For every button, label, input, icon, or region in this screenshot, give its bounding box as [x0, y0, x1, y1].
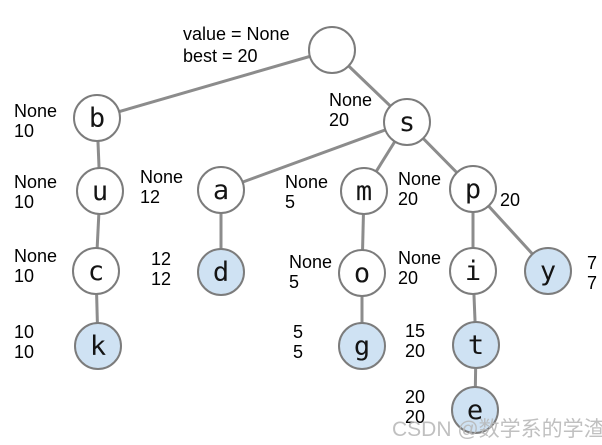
tree-node-t: t — [452, 321, 500, 369]
node-letter: g — [353, 330, 371, 362]
node-letter: m — [355, 175, 373, 207]
label-y-line1: 7 — [587, 253, 598, 273]
edge-s-a — [220, 120, 408, 192]
label-g-line2: 5 — [293, 342, 304, 362]
label-b-line2: 10 — [14, 121, 35, 141]
label-a-line2: 12 — [140, 187, 161, 207]
label-o-line1: None — [289, 252, 333, 272]
label-u-line1: None — [14, 172, 58, 192]
label-u-line2: 10 — [14, 192, 35, 212]
label-p-right: 20 — [500, 190, 520, 210]
label-o-line2: 5 — [289, 272, 300, 292]
node-letter: d — [212, 256, 230, 288]
label-s-line1: None — [329, 90, 373, 110]
node-letter: b — [88, 102, 106, 134]
node-letter: c — [87, 255, 105, 287]
label-d-line2: 12 — [151, 269, 172, 289]
label-e-line2: 20 — [405, 407, 426, 427]
tree-node-g: g — [338, 322, 386, 370]
label-c-line2: 10 — [14, 266, 35, 286]
tree-node-p: p — [449, 165, 497, 213]
label-b-line1: None — [14, 101, 58, 121]
tree-node-e: e — [451, 386, 499, 434]
label-i-line1: None — [398, 248, 442, 268]
label-s-line2: 20 — [329, 110, 350, 130]
tree-node-m: m — [340, 167, 388, 215]
label-k-line1: 10 — [14, 322, 35, 342]
tree-node-u: u — [76, 167, 124, 215]
node-letter: y — [539, 255, 557, 287]
node-letter: p — [464, 173, 482, 205]
tree-node-root — [308, 26, 356, 74]
tree-node-y: y — [524, 247, 572, 295]
label-i-line2: 20 — [398, 268, 419, 288]
node-letter: u — [91, 175, 109, 207]
label-m-line2: 5 — [285, 192, 296, 212]
tree-node-b: b — [73, 94, 121, 142]
node-letter: k — [89, 330, 107, 362]
node-letter: i — [464, 255, 482, 287]
label-a-line1: None — [140, 167, 184, 187]
tree-node-a: a — [197, 166, 245, 214]
root-annotation-value-line: value = None — [183, 24, 290, 44]
node-letter: o — [353, 257, 371, 289]
label-d-line1: 12 — [151, 249, 172, 269]
tree-node-s: s — [383, 98, 431, 146]
label-t-line1: 15 — [405, 321, 426, 341]
node-letter: e — [466, 394, 484, 426]
node-letter: a — [212, 174, 230, 206]
label-e-line1: 20 — [405, 387, 426, 407]
tree-node-k: k — [74, 322, 122, 370]
edge-root-b — [96, 48, 333, 120]
label-y-line2: 7 — [587, 273, 598, 293]
root-annotation-best-line: best = 20 — [183, 46, 258, 66]
label-p-right-line1: 20 — [500, 190, 521, 210]
tree-node-c: c — [72, 247, 120, 295]
tree-node-o: o — [338, 249, 386, 297]
label-m-line1: None — [285, 172, 329, 192]
label-p-line2: 20 — [398, 189, 419, 209]
tree-node-d: d — [197, 248, 245, 296]
label-k-line2: 10 — [14, 342, 35, 362]
node-letter: s — [398, 106, 416, 138]
label-c-line1: None — [14, 246, 58, 266]
tree-node-i: i — [449, 247, 497, 295]
node-letter: t — [467, 329, 485, 361]
root-annotation: value = None best = 20 — [183, 23, 290, 67]
label-g-line1: 5 — [293, 322, 304, 342]
label-t-line2: 20 — [405, 341, 426, 361]
label-p-line1: None — [398, 169, 442, 189]
